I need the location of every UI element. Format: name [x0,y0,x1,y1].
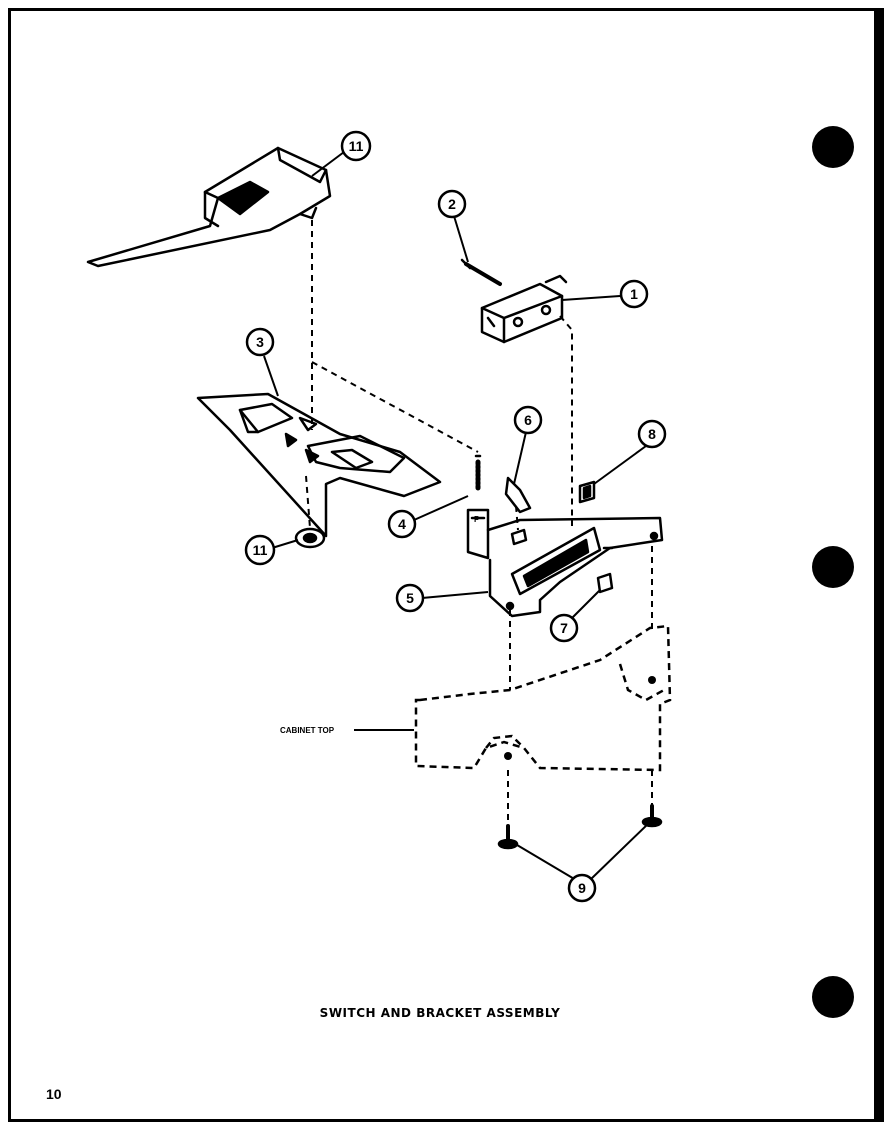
part-switch-bracket [196,392,442,538]
callout-1: 1 [619,279,649,309]
assembly-guide-lines [305,220,653,826]
callout-11: 11 [244,534,276,566]
callout-label: 1 [630,286,638,302]
callout-label: 9 [578,880,586,896]
callout-label: 11 [253,542,268,558]
binder-hole [812,546,854,588]
part-switch [480,274,568,344]
part-clip-8 [578,480,596,504]
callout-3: 3 [245,327,275,357]
part-switch-actuator [504,476,532,546]
leader-lines [263,151,651,881]
callout-label: 8 [648,426,656,442]
callout-5: 5 [395,583,425,613]
part-mounting-bracket [466,508,664,618]
part-clip-7 [596,572,614,594]
part-grommet [294,527,326,549]
callout-2: 2 [437,189,467,219]
callout-label: 5 [406,590,414,606]
page-number: 10 [46,1086,62,1102]
callout-7: 7 [549,613,579,643]
callout-label: 11 [349,138,364,154]
diagram-title: SWITCH AND BRACKET ASSEMBLY [319,1006,561,1020]
binder-hole [812,126,854,168]
callout-label: 3 [256,334,264,350]
part-lid-switch-lever [86,146,332,268]
callout-label: 4 [398,516,406,532]
cabinet-top-label: CABINET TOP [280,726,335,735]
callout-9: 9 [567,873,597,903]
cabinet-top-outline [414,624,672,772]
part-screws-9 [497,804,663,850]
binder-hole [812,976,854,1018]
callouts: 11 2 1 3 6 8 4 [244,130,667,903]
callout-label: 2 [448,196,456,212]
callout-6: 6 [513,405,543,435]
bracket-mark: P [474,515,480,524]
callout-10: 11 [340,130,372,162]
callout-8: 8 [637,419,667,449]
page-border [8,8,884,1122]
callout-4: 4 [387,509,417,539]
cabinet-top-holes [504,676,656,760]
callout-label: 7 [560,620,568,636]
callout-label: 6 [524,412,532,428]
part-spring [474,454,482,493]
part-screw-2 [460,258,502,286]
